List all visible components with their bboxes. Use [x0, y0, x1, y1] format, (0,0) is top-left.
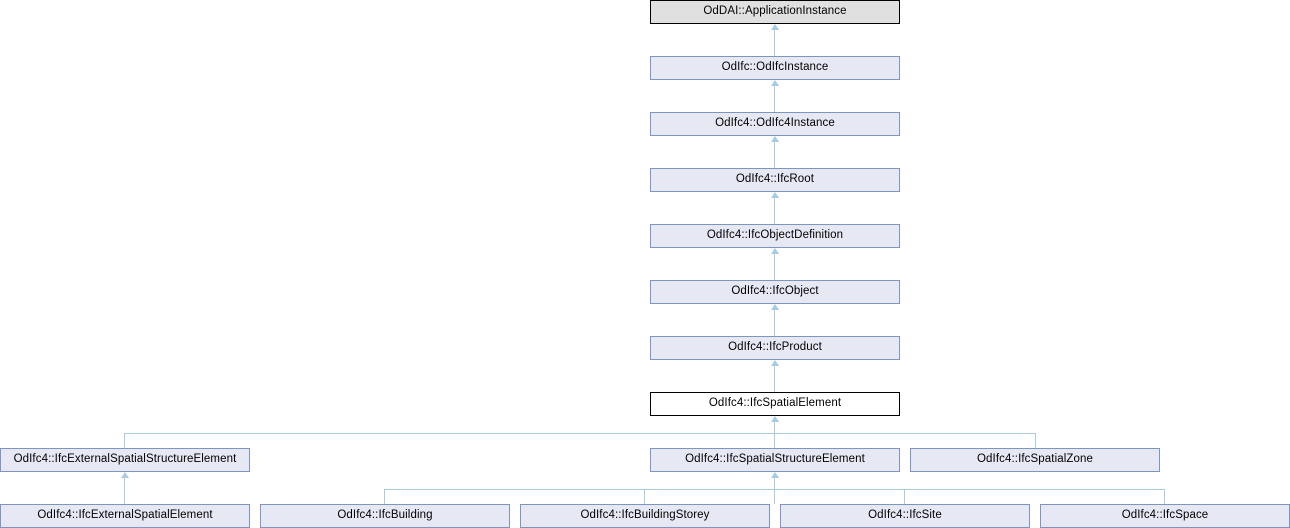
node-odifc4-ifcproduct[interactable]: OdIfc4::IfcProduct [650, 336, 900, 360]
node-odifc4-ifcspatialzone[interactable]: OdIfc4::IfcSpatialZone [910, 448, 1160, 472]
node-odifc4-ifcobject[interactable]: OdIfc4::IfcObject [650, 280, 900, 304]
edge-spatialstructure-branch-bus [384, 489, 1165, 490]
node-odifc4-ifcbuilding[interactable]: OdIfc4::IfcBuilding [260, 504, 510, 528]
arrowhead-ifcexternalspatialstructureelement [121, 472, 129, 478]
arrowhead-ifcobjectdefinition [771, 248, 779, 254]
edge-ifcobjectdefinition-to-ifcroot [774, 198, 775, 224]
edge-ifcobject-to-ifcobjectdefinition [774, 254, 775, 280]
arrowhead-odifc4instance [771, 136, 779, 142]
edge-spatialelement-branch-bus [124, 433, 1035, 434]
edge-spatialstructure-branch-stub [774, 478, 775, 504]
arrowhead-ifcspatialelement [771, 416, 779, 422]
node-odifc4-ifcexternalspatialelement[interactable]: OdIfc4::IfcExternalSpatialElement [0, 504, 250, 528]
edge-ifcbuilding-riser [384, 489, 385, 504]
arrowhead-ifcroot [771, 192, 779, 198]
node-odifc4-ifcspatialstructureelement[interactable]: OdIfc4::IfcSpatialStructureElement [650, 448, 900, 472]
edge-ifcexternalspatialelement-to-parent [124, 478, 125, 504]
arrowhead-applicationinstance [771, 24, 779, 30]
node-odifc4-ifcbuildingstorey[interactable]: OdIfc4::IfcBuildingStorey [520, 504, 770, 528]
edge-odifc4instance-to-odifcinstance [774, 86, 775, 112]
edge-ifcproduct-to-ifcobject [774, 310, 775, 336]
node-odifc4-odifc4instance[interactable]: OdIfc4::OdIfc4Instance [650, 112, 900, 136]
edge-odifcinstance-to-applicationinstance [774, 30, 775, 56]
node-odifc4-ifcsite[interactable]: OdIfc4::IfcSite [780, 504, 1030, 528]
node-odifc4-ifcspace[interactable]: OdIfc4::IfcSpace [1040, 504, 1290, 528]
edge-ifcbuildingstorey-riser [644, 489, 645, 504]
node-odifc4-ifcroot[interactable]: OdIfc4::IfcRoot [650, 168, 900, 192]
node-odifc4-ifcobjectdefinition[interactable]: OdIfc4::IfcObjectDefinition [650, 224, 900, 248]
node-odifc4-ifcspatialelement[interactable]: OdIfc4::IfcSpatialElement [650, 392, 900, 416]
node-oddai-applicationinstance[interactable]: OdDAI::ApplicationInstance [650, 0, 900, 24]
node-odifc4-ifcexternalspatialstructureelement[interactable]: OdIfc4::IfcExternalSpatialStructureEleme… [0, 448, 250, 472]
arrowhead-odifcinstance [771, 80, 779, 86]
edge-ifcspatialzone-riser [1035, 433, 1036, 448]
arrowhead-ifcproduct [771, 360, 779, 366]
edge-ifcroot-to-odifc4instance [774, 142, 775, 168]
node-odifc-odifcinstance[interactable]: OdIfc::OdIfcInstance [650, 56, 900, 80]
edge-ifcspatialelement-to-ifcproduct [774, 366, 775, 392]
edge-ifcexternalspatialstructureelement-riser [124, 433, 125, 448]
arrowhead-ifcobject [771, 304, 779, 310]
arrowhead-ifcspatialstructureelement [771, 472, 779, 478]
edge-ifcspace-riser [1164, 489, 1165, 504]
edge-spatialelement-branch-stub [774, 422, 775, 448]
edge-ifcsite-riser [904, 489, 905, 504]
